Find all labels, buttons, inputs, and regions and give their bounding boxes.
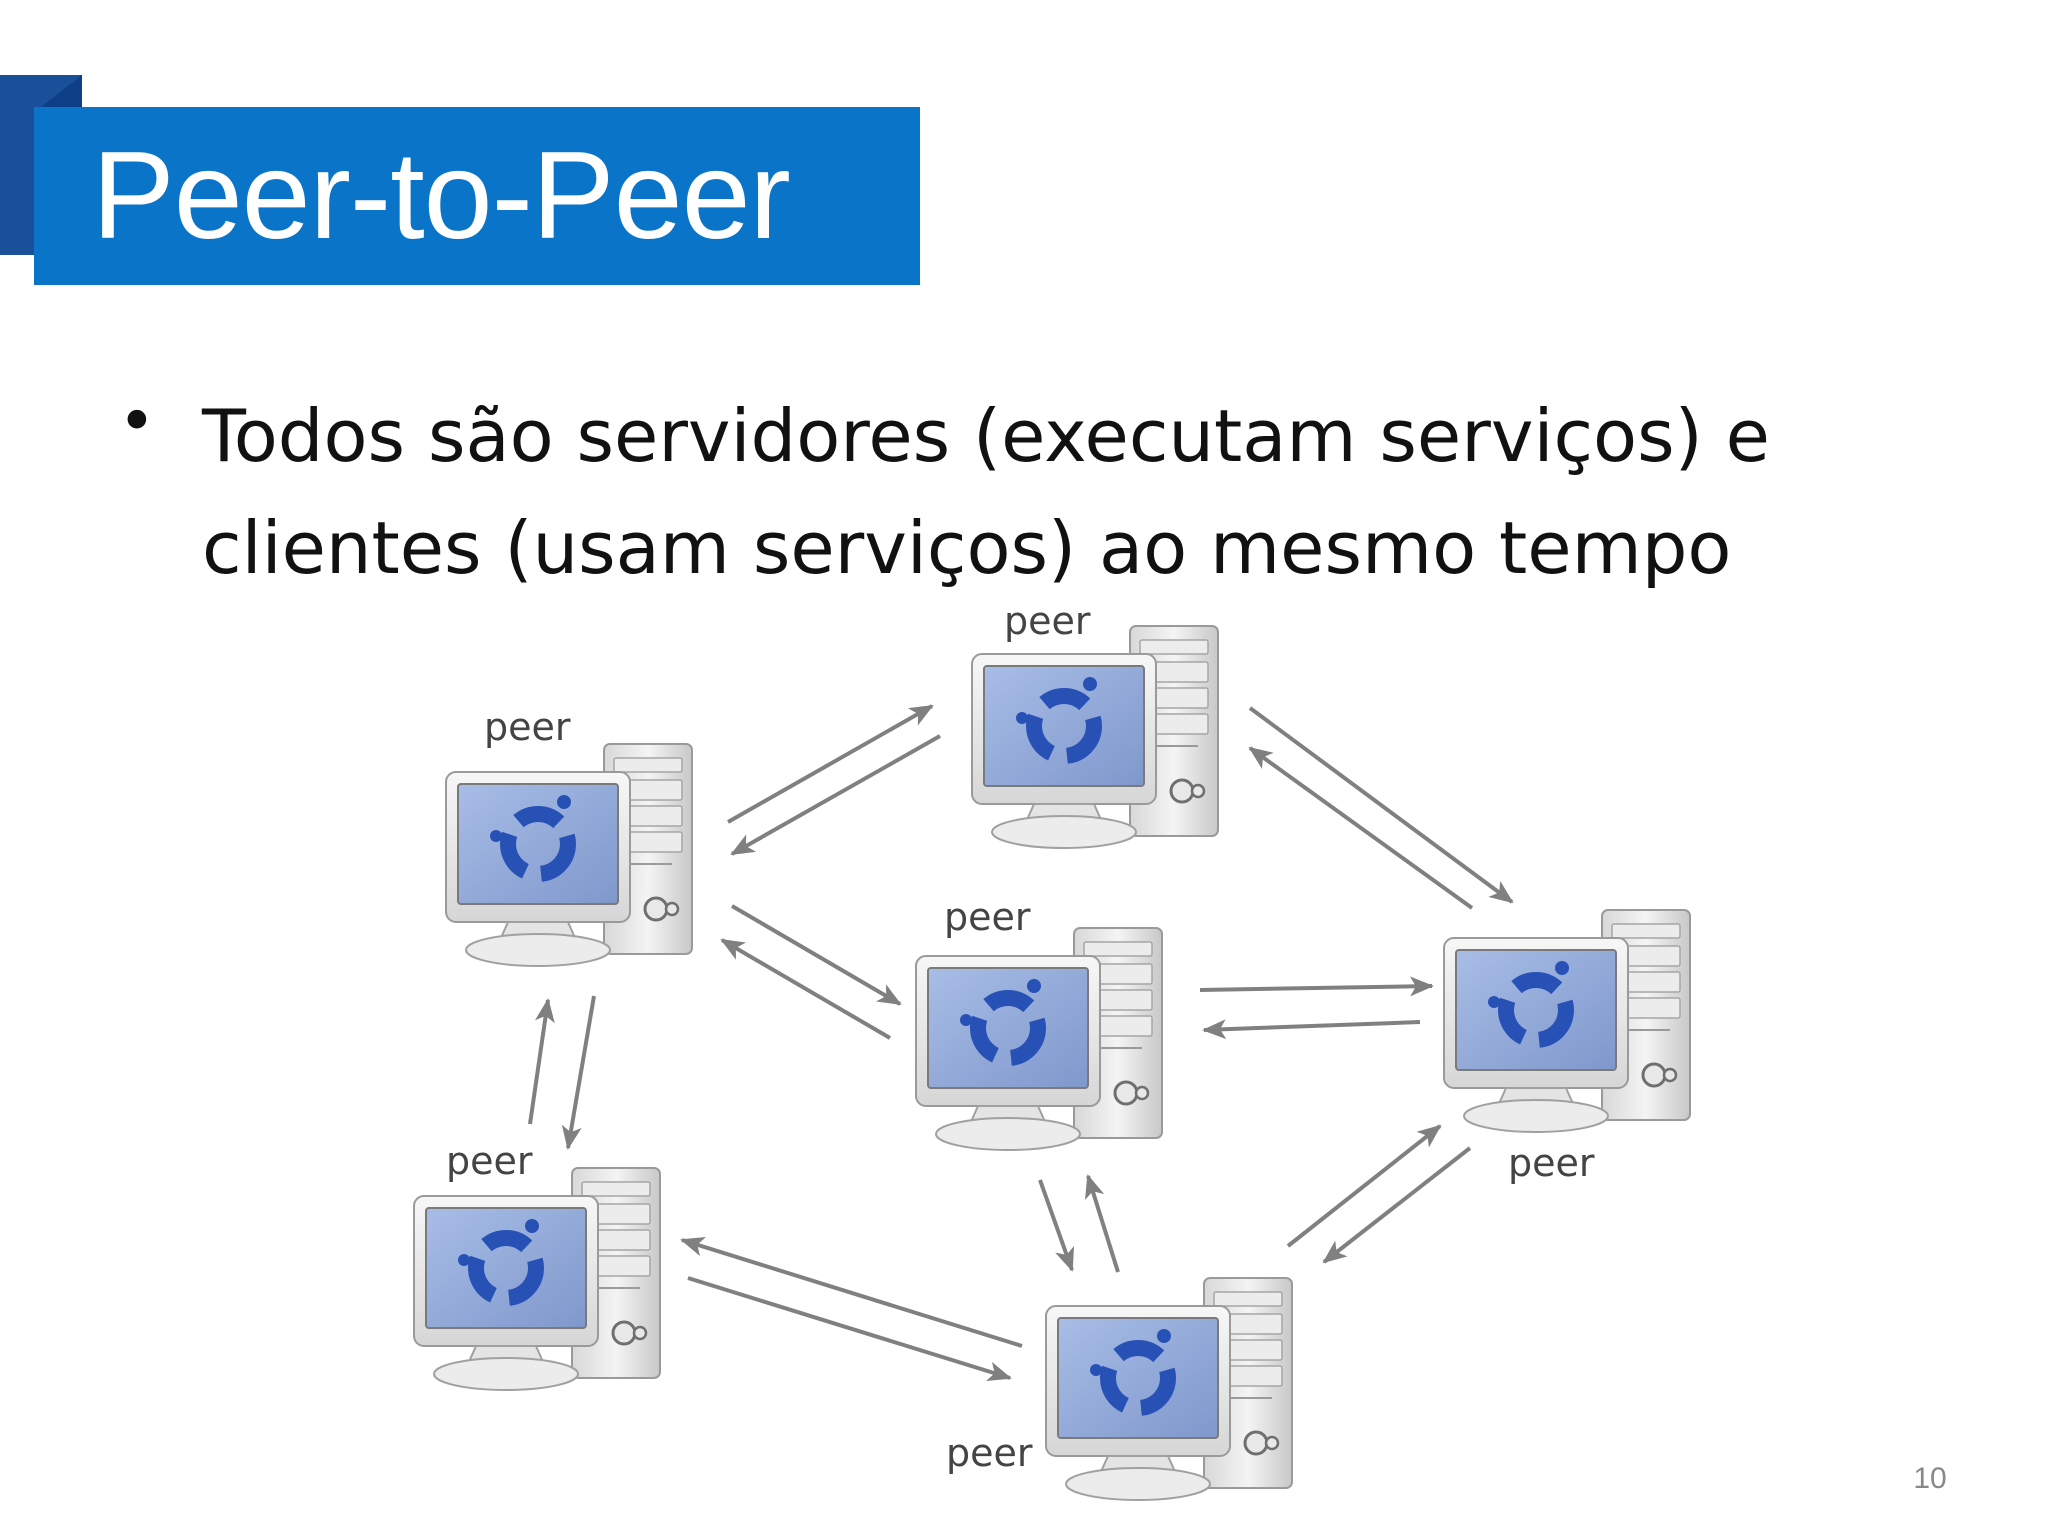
arrow-top-to-right — [1248, 706, 1514, 904]
arrow-right-to-center — [1202, 1019, 1421, 1040]
arrow-center-to-bottom — [1038, 1179, 1075, 1272]
peer-node-center: peer — [916, 895, 1162, 1150]
slide-number: 10 — [1913, 1462, 1947, 1495]
peer-node-top: peer — [972, 599, 1218, 848]
arrow-bottom-to-center — [1085, 1174, 1120, 1273]
peer-node-bottom-left: peer — [414, 1139, 660, 1390]
title-accent-corner — [36, 75, 82, 111]
arrow-bottom-to-right — [1286, 1124, 1442, 1248]
arrow-bottom-to-bottomleft — [680, 1237, 1023, 1348]
peer-label: peer — [1004, 599, 1091, 643]
arrow-bottomleft-to-left — [528, 998, 555, 1125]
peer-label: peer — [944, 895, 1031, 939]
arrow-left-to-center — [730, 904, 902, 1006]
arrow-top-to-left — [730, 734, 941, 856]
arrow-right-to-bottom — [1322, 1146, 1472, 1264]
peer-label: peer — [946, 1431, 1033, 1475]
peer-label: peer — [1508, 1141, 1595, 1185]
arrow-center-to-right — [1199, 976, 1434, 997]
peer-node-right: peer — [1444, 910, 1690, 1185]
peer-label: peer — [484, 705, 571, 749]
peer-label: peer — [446, 1139, 533, 1183]
arrow-right-to-top — [1248, 746, 1474, 910]
arrow-center-to-left — [720, 938, 892, 1040]
title-bar — [34, 107, 920, 285]
peer-node-bottom: peer — [946, 1278, 1292, 1500]
arrow-bottomleft-to-bottom — [687, 1276, 1012, 1382]
arrow-left-to-bottomleft — [561, 995, 596, 1150]
arrow-left-to-top — [727, 704, 934, 824]
bullet-text: Todos são servidores (executam serviços)… — [202, 394, 1770, 590]
bullet-icon: • — [118, 385, 156, 459]
slide-title: Peer-to-Peer — [92, 127, 791, 265]
arrows — [528, 704, 1514, 1382]
peer-node-left: peer — [446, 705, 692, 966]
